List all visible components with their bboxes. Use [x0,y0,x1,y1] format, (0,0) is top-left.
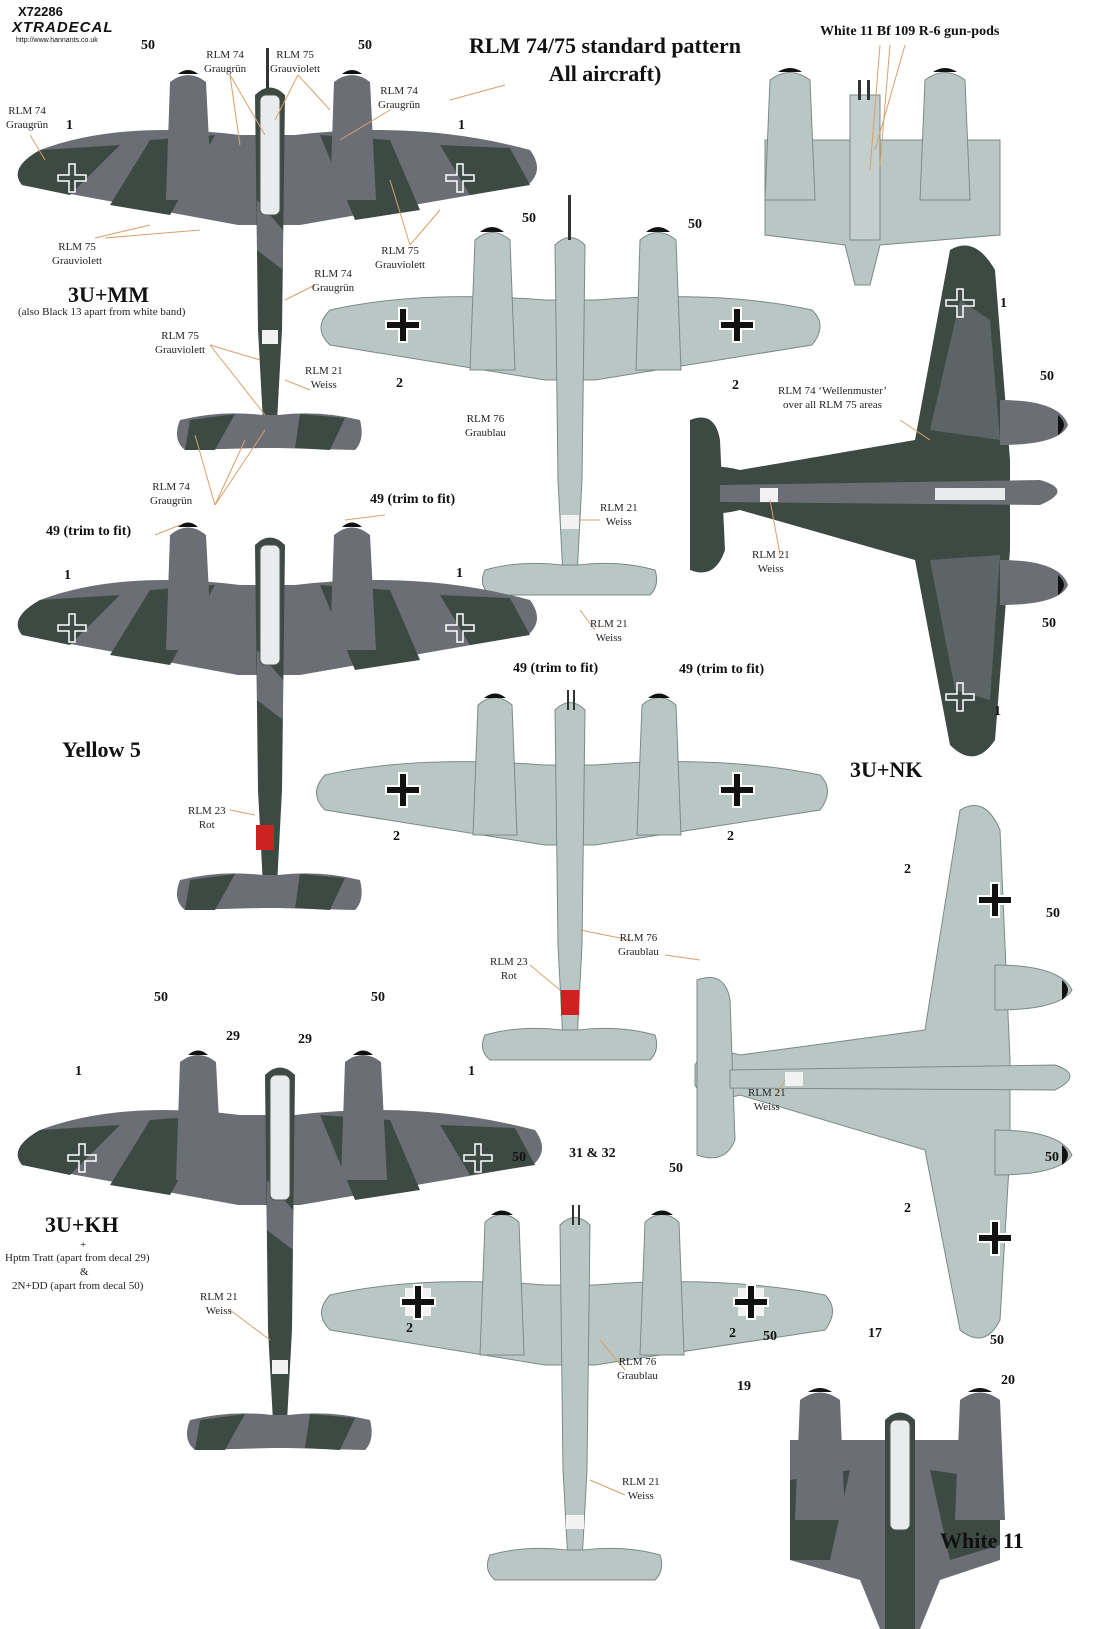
gunpod-view [764,68,1001,286]
decal-49-y5-left: 49 (trim to fit) [46,524,132,539]
decal-50-w11-left: 50 [763,1329,777,1344]
decal-2-b4-right: 2 [729,1326,736,1341]
decal-31-32: 31 & 32 [569,1146,616,1161]
decal-2-b2-right: 2 [727,829,734,844]
decal-50-a1-left: 50 [141,38,155,53]
aircraft-name-3u-mm: 3U+MM [68,282,149,307]
decal-50-b4-left: 50 [512,1150,526,1165]
aircraft-note-plus: + [80,1239,87,1251]
gunpod-title: White 11 Bf 109 R-6 gun-pods [820,24,1000,39]
decal-49-y5-right: 49 (trim to fit) [370,492,456,507]
aircraft-underside-view-4 [321,1205,833,1581]
aircraft-underside-view-2 [316,690,828,1061]
decal-1-a1-left: 1 [66,118,73,133]
decal-50-b1-left: 50 [522,211,536,226]
decal-50-a1-right: 50 [358,38,372,53]
decal-1-nk-bottom: 1 [994,704,1001,719]
decal-29-kh-right: 29 [298,1032,312,1047]
decal-2-b4-left: 2 [406,1321,413,1336]
decal-50-nk-top: 50 [1040,369,1054,384]
aircraft-note-tratt: Hptm Tratt (apart from decal 29) [5,1252,150,1264]
decal-2-b1-left: 2 [396,376,403,391]
decal-1-nk-top: 1 [1000,296,1007,311]
decal-50-b3-bottom: 50 [1045,1150,1059,1165]
label-wellenmuster: RLM 74 ‘Wellenmuster’over all RLM 75 are… [778,385,887,411]
xtradecal-logo: X72286 XTRADECAL http://www.hannants.co.… [4,4,139,46]
decal-20-w11: 20 [1001,1373,1015,1388]
decal-49-b2-left: 49 (trim to fit) [513,661,599,676]
brand-name: XTRADECAL [12,19,114,36]
aircraft-note-amp: & [80,1266,89,1278]
title-line-2: All aircraft) [548,61,662,86]
aircraft-yellow-5-top-view [17,522,538,910]
decal-2-b3-top: 2 [904,862,911,877]
page-title: RLM 74/75 standard pattern All aircraft) [440,32,770,88]
product-code: X72286 [18,4,63,19]
decal-50-kh-left: 50 [154,990,168,1005]
aircraft-white-11-view [790,1388,1005,1629]
decal-50-b3-top: 50 [1046,906,1060,921]
decal-2-b3-bottom: 2 [904,1201,911,1216]
decal-1-a1-right: 1 [458,118,465,133]
aircraft-note-3u-mm: (also Black 13 apart from white band) [18,306,186,318]
decal-1-kh-right: 1 [468,1064,475,1079]
aircraft-note-2n-dd: 2N+DD (apart from decal 50) [12,1280,144,1292]
decal-19-w11: 19 [737,1379,751,1394]
aircraft-underside-view-3 [694,805,1073,1339]
decal-49-b2-right: 49 (trim to fit) [679,662,765,677]
aircraft-3u-nk-view [690,245,1068,757]
decal-50-nk-bottom: 50 [1042,616,1056,631]
decal-1-kh-left: 1 [75,1064,82,1079]
aircraft-name-3u-nk: 3U+NK [850,757,923,782]
title-line-1: RLM 74/75 standard pattern [469,33,741,58]
aircraft-name-white-11: White 11 [940,1528,1024,1553]
leader-lines [29,44,931,1496]
aircraft-3u-kh-top-view [17,1050,543,1450]
decal-29-kh-left: 29 [226,1029,240,1044]
aircraft-name-yellow-5: Yellow 5 [62,737,141,762]
aircraft-name-3u-kh: 3U+KH [45,1212,119,1237]
decal-50-kh-right: 50 [371,990,385,1005]
decal-1-y5-right: 1 [456,566,463,581]
decal-2-b1-right: 2 [732,378,739,393]
decal-17-w11: 17 [868,1326,882,1341]
decal-50-b1-right: 50 [688,217,702,232]
website-url: http://www.hannants.co.uk [16,37,98,44]
decal-1-y5-left: 1 [64,568,71,583]
decal-50-w11-right: 50 [990,1333,1004,1348]
aircraft-underside-view-1 [320,195,821,596]
aircraft-3u-mm-top-view [17,48,538,450]
decal-50-b4-right: 50 [669,1161,683,1176]
decal-2-b2-left: 2 [393,829,400,844]
